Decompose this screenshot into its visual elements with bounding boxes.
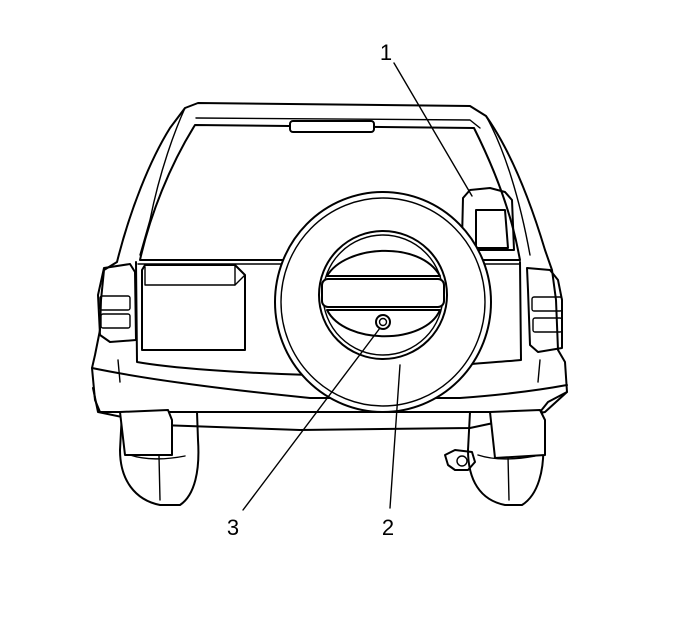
spare-tire-carrier	[461, 187, 515, 251]
high-mount-brake-light	[289, 120, 375, 133]
leader-line-1	[393, 62, 473, 197]
spare-tire-cover	[318, 230, 448, 360]
mud-flap-right	[489, 409, 546, 459]
rear-bumper	[91, 359, 568, 431]
tail-lamp-right	[526, 267, 563, 353]
callout-label-2: 2	[382, 515, 394, 540]
leader-line-3	[242, 327, 381, 511]
mud-flap-left	[119, 409, 173, 456]
tail-lamp-left	[97, 263, 137, 343]
callout-label-3: 3	[227, 515, 239, 540]
spare-tire-nut	[375, 314, 391, 330]
callout-label-1: 1	[380, 40, 392, 65]
license-plate-area	[141, 264, 246, 351]
tow-hitch	[444, 449, 476, 471]
rear-window	[139, 124, 521, 261]
leader-line-2	[389, 364, 401, 509]
vehicle-body	[91, 102, 568, 413]
